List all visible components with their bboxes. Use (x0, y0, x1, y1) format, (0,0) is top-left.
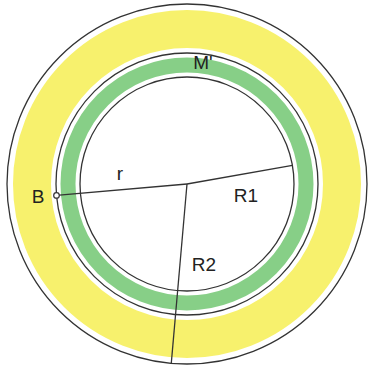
outer-circle (7, 4, 367, 364)
radius-line (171, 184, 187, 363)
point-marker (54, 193, 60, 199)
radius-label: R1 (234, 186, 258, 207)
radius-line (57, 184, 188, 195)
radius-label: r (117, 164, 123, 185)
radius-line (187, 165, 292, 184)
shell-label: M' (193, 53, 212, 74)
radius-label: R2 (192, 255, 216, 276)
point-label: B (32, 187, 45, 208)
